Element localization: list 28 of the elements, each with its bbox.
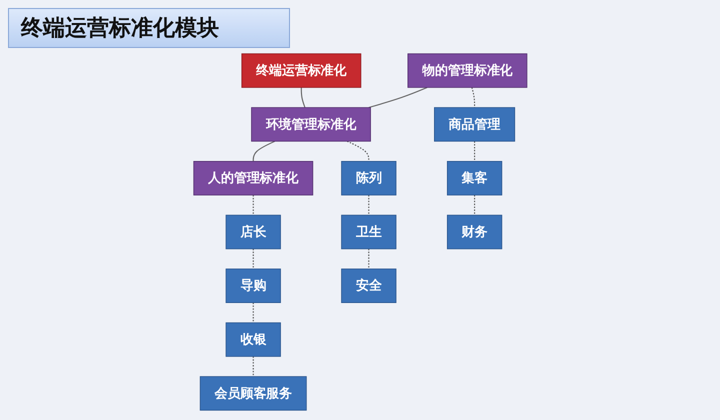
node-box: 集客: [446, 160, 502, 196]
node-box: 陈列: [340, 160, 396, 196]
node-box: 卫生: [340, 214, 396, 250]
connector: [300, 87, 306, 108]
node-box: 会员顾客服务: [200, 376, 306, 411]
connector: [252, 140, 275, 162]
connector: [252, 248, 254, 269]
connector: [368, 86, 428, 108]
node-box: 商品管理: [434, 107, 515, 142]
node-box: 物的管理标准化: [407, 53, 527, 88]
connector: [368, 248, 369, 269]
node-box: 人的管理标准化: [193, 160, 313, 196]
connector: [368, 195, 369, 216]
connector: [252, 356, 254, 377]
node-box: 环境管理标准化: [250, 107, 371, 142]
connector: [474, 141, 475, 162]
connector: [252, 302, 254, 323]
connector: [346, 140, 369, 162]
title-banner: 终端运营标准化模块: [8, 8, 290, 48]
connector: [252, 195, 254, 216]
node-box: 导购: [225, 268, 281, 304]
node-box: 终端运营标准化: [241, 53, 361, 88]
node-box: 收银: [225, 322, 281, 357]
connector: [471, 87, 475, 108]
node-box: 安全: [340, 268, 396, 304]
node-box: 店长: [225, 214, 281, 250]
node-box: 财务: [446, 214, 502, 250]
connector: [474, 195, 475, 216]
